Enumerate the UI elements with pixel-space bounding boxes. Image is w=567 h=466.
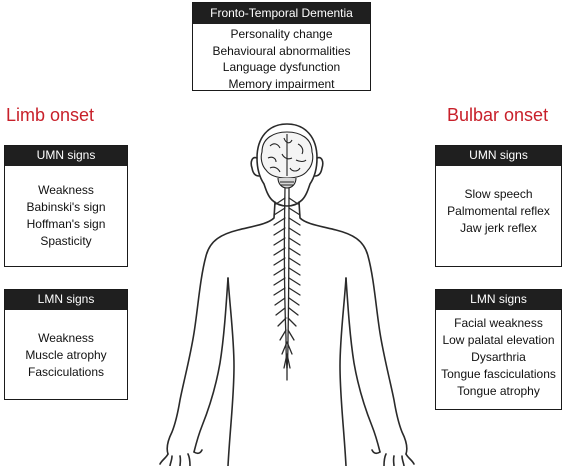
- limb-umn-list: Weakness Babinski's sign Hoffman's sign …: [5, 166, 127, 250]
- brain-icon: [260, 131, 314, 189]
- ftd-item: Memory impairment: [228, 76, 335, 91]
- limb-umn-header: UMN signs: [5, 146, 127, 166]
- bulbar-onset-title: Bulbar onset: [447, 105, 549, 125]
- ftd-box: Fronto-Temporal Dementia Personality cha…: [192, 2, 371, 91]
- bulbar-umn-item: Slow speech: [464, 187, 533, 201]
- limb-umn-item: Spasticity: [40, 234, 92, 248]
- limb-lmn-box: LMN signs Weakness Muscle atrophy Fascic…: [4, 289, 128, 400]
- bulbar-umn-list: Slow speech Palmomental reflex Jaw jerk …: [436, 166, 561, 237]
- bulbar-umn-item: Jaw jerk reflex: [460, 221, 537, 235]
- limb-umn-item: Hoffman's sign: [26, 217, 106, 231]
- bulbar-lmn-item: Low palatal elevation: [442, 333, 555, 347]
- bulbar-umn-item: Palmomental reflex: [447, 204, 550, 218]
- bulbar-lmn-header: LMN signs: [436, 290, 561, 310]
- limb-lmn-item: Muscle atrophy: [25, 348, 107, 362]
- spinal-cord-icon: [273, 187, 301, 381]
- ftd-item: Personality change: [230, 27, 333, 41]
- body-outline-icon: [159, 123, 415, 466]
- limb-umn-item: Babinski's sign: [26, 200, 106, 214]
- limb-lmn-item: Fasciculations: [27, 365, 105, 379]
- bulbar-umn-header: UMN signs: [436, 146, 561, 166]
- limb-lmn-header: LMN signs: [5, 290, 127, 310]
- limb-umn-box: UMN signs Weakness Babinski's sign Hoffm…: [4, 145, 128, 267]
- limb-umn-item: Weakness: [38, 183, 94, 197]
- limb-lmn-list: Weakness Muscle atrophy Fasciculations: [5, 310, 127, 381]
- limb-onset-title: Limb onset: [6, 105, 95, 125]
- bulbar-lmn-item: Dysarthria: [471, 350, 526, 364]
- bulbar-lmn-item: Tongue atrophy: [457, 384, 540, 398]
- ftd-title: Fronto-Temporal Dementia: [193, 3, 370, 24]
- ftd-list: Personality change Behavioural abnormali…: [193, 24, 370, 92]
- human-body-figure: [159, 123, 415, 466]
- ftd-item: Behavioural abnormalities: [212, 43, 351, 58]
- limb-lmn-item: Weakness: [38, 331, 94, 345]
- ftd-item: Language dysfunction: [222, 60, 341, 74]
- bulbar-lmn-item: Tongue fasciculations: [441, 367, 556, 381]
- bulbar-lmn-item: Facial weakness: [454, 316, 543, 330]
- bulbar-lmn-list: Facial weakness Low palatal elevation Dy…: [436, 310, 561, 400]
- bulbar-lmn-box: LMN signs Facial weakness Low palatal el…: [435, 289, 562, 410]
- bulbar-umn-box: UMN signs Slow speech Palmomental reflex…: [435, 145, 562, 267]
